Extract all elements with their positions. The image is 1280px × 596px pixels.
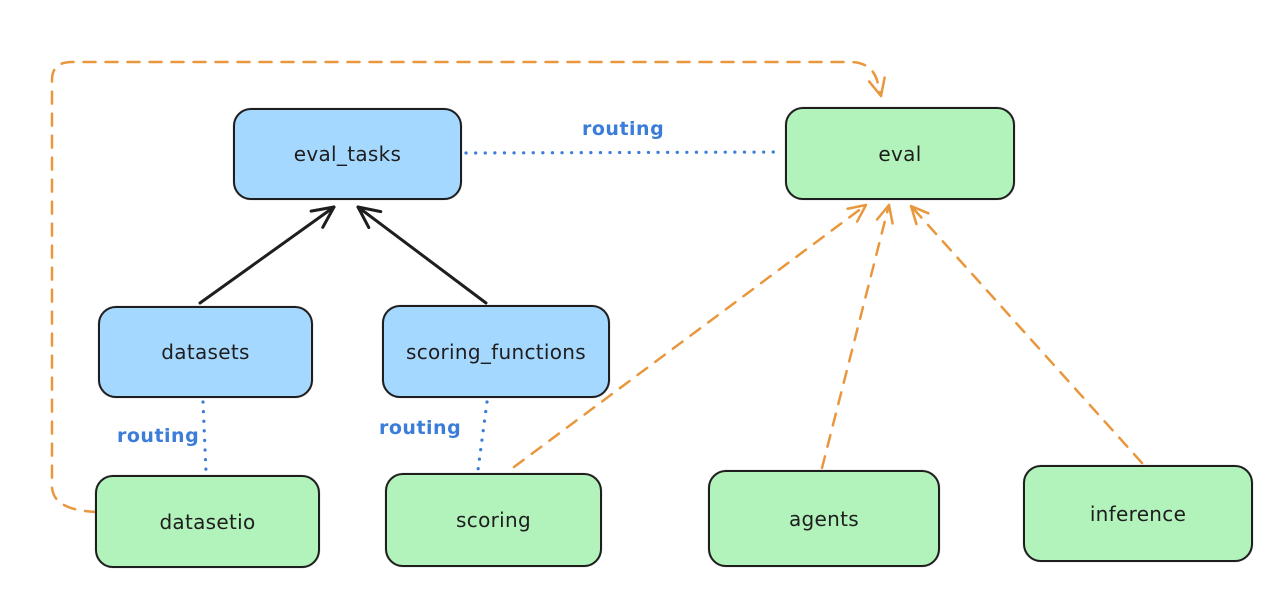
node-eval: eval <box>785 107 1015 200</box>
edge-datasets-to-datasetio-routing <box>201 400 208 474</box>
edge-eval-tasks-to-eval-routing <box>464 150 784 155</box>
node-inference-label: inference <box>1089 501 1187 526</box>
node-inference: inference <box>1023 465 1253 562</box>
node-scoring-functions: scoring_functions <box>382 305 610 398</box>
edge-datasetio-to-eval-loop <box>50 60 886 514</box>
node-scoring-functions-label: scoring_functions <box>405 339 587 364</box>
node-eval-tasks-label: eval_tasks <box>293 142 402 166</box>
node-agents-label: agents <box>789 506 859 531</box>
node-datasetio-label: datasetio <box>159 509 256 534</box>
node-eval-label: eval <box>878 141 922 166</box>
node-datasets: datasets <box>98 306 313 398</box>
edge-datasets-to-eval-tasks <box>198 205 336 305</box>
node-scoring: scoring <box>385 473 602 567</box>
node-eval-tasks: eval_tasks <box>233 108 462 200</box>
edge-inference-to-eval <box>909 204 1144 465</box>
edge-label-routing-eval-tasks-eval: routing <box>582 118 665 140</box>
edge-scoring-functions-to-eval-tasks <box>356 205 488 305</box>
node-datasetio: datasetio <box>95 475 320 568</box>
edge-scoring-to-eval <box>512 203 868 469</box>
edge-scoring-functions-to-scoring-routing <box>476 400 489 472</box>
node-datasets-label: datasets <box>161 340 250 364</box>
edge-agents-to-eval <box>820 203 894 470</box>
node-scoring-label: scoring <box>456 508 531 532</box>
edge-label-routing-datasets-datasetio: routing <box>117 425 200 447</box>
edge-label-routing-scoring-functions-scoring: routing <box>379 417 462 439</box>
node-agents: agents <box>708 470 940 567</box>
